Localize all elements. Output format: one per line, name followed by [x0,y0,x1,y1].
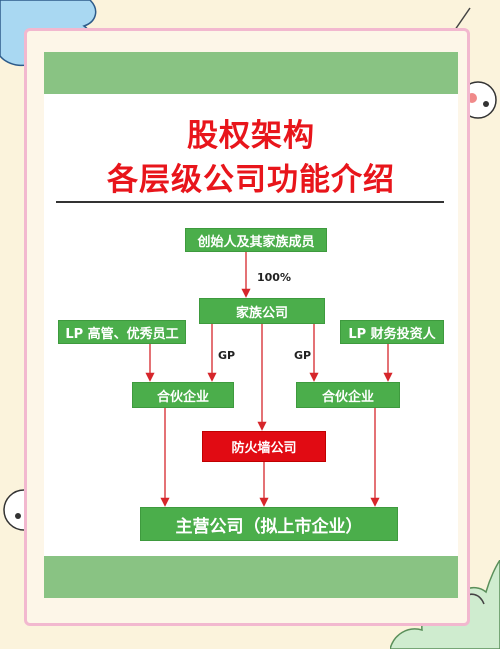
title-divider [56,201,444,203]
node-lp-left: LP 高管、优秀员工 [58,320,186,344]
page-title-line2: 各层级公司功能介绍 [107,162,395,198]
node-main-company: 主营公司（拟上市企业） [140,507,398,541]
edge-label-ownership: 100% [257,271,291,284]
node-partnership-left: 合伙企业 [132,382,234,408]
edge-label-gp-right: GP [294,349,312,362]
node-firewall-company: 防火墙公司 [202,431,326,462]
node-family-company: 家族公司 [199,298,325,324]
top-green-band [44,52,458,94]
node-partnership-right: 合伙企业 [296,382,400,408]
node-founder: 创始人及其家族成员 [185,228,327,252]
node-lp-right: LP 财务投资人 [340,320,444,344]
edge-label-gp-left: GP [218,349,236,362]
page-title-line1: 股权架构 [187,118,315,154]
bottom-green-band [44,556,458,598]
